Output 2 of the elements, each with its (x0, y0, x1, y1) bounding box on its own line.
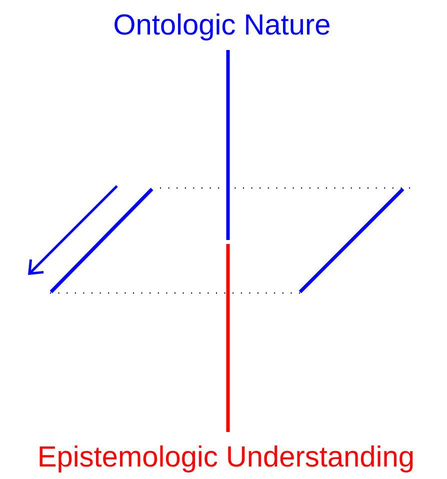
axis-label: Epistemologic Understanding (40, 445, 413, 473)
axis-label: Ontologic Nature (114, 13, 330, 41)
